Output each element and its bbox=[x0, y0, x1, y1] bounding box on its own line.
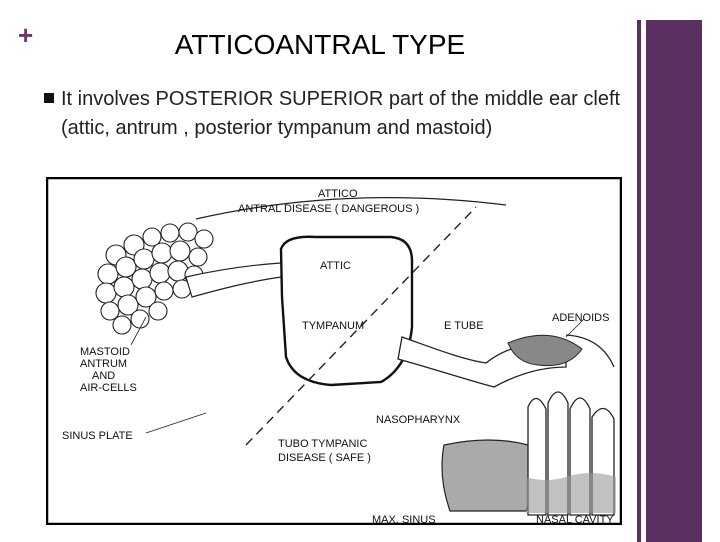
leader-mastoid bbox=[130, 316, 147, 346]
bullet-square-icon bbox=[44, 93, 54, 103]
label-tubo-tympanic: TUBO TYMPANIC bbox=[278, 438, 367, 450]
label-mastoid: MASTOID bbox=[80, 346, 130, 358]
label-nasal-cavity: NASAL CAVITY bbox=[536, 514, 614, 525]
middle-ear-cavity bbox=[279, 235, 414, 387]
label-sinus-plate: SINUS PLATE bbox=[62, 430, 133, 442]
accent-bar-thin bbox=[637, 20, 641, 542]
bullet-text: It involves POSTERIOR SUPERIOR part of t… bbox=[61, 88, 621, 139]
attic-curve bbox=[195, 196, 507, 220]
accent-bar-thick bbox=[646, 20, 702, 542]
maxillary-sinus bbox=[441, 439, 535, 512]
label-attic: ATTIC bbox=[320, 260, 351, 272]
label-antral-disease: ANTRAL DISEASE ( DANGEROUS ) bbox=[238, 203, 419, 215]
nasopharynx-wall bbox=[565, 334, 615, 368]
label-nasopharynx: NASOPHARYNX bbox=[376, 414, 461, 426]
plus-icon: + bbox=[18, 20, 34, 50]
leader-adenoids bbox=[565, 318, 585, 338]
label-adenoids: ADENOIDS bbox=[552, 312, 609, 324]
label-antrum: ANTRUM bbox=[80, 358, 127, 370]
slide-title: ATTICOANTRAL TYPE bbox=[174, 29, 466, 60]
label-e-tube: E TUBE bbox=[444, 320, 484, 332]
leader-sinus-plate bbox=[145, 412, 207, 434]
nasal-cavity-shading bbox=[526, 473, 616, 513]
label-air-cells: AIR-CELLS bbox=[80, 382, 137, 394]
ear-cleft-diagram: ATTICO ANTRAL DISEASE ( DANGEROUS ) ATTI… bbox=[46, 177, 622, 525]
label-max-sinus: MAX. SINUS bbox=[372, 514, 436, 525]
adenoids-mass bbox=[507, 334, 583, 367]
label-tympanum: TYMPANUM bbox=[302, 320, 364, 332]
label-safe-disease: DISEASE ( SAFE ) bbox=[278, 452, 371, 464]
label-and: AND bbox=[92, 370, 115, 382]
label-attico: ATTICO bbox=[318, 188, 358, 200]
divider-line bbox=[245, 206, 477, 446]
